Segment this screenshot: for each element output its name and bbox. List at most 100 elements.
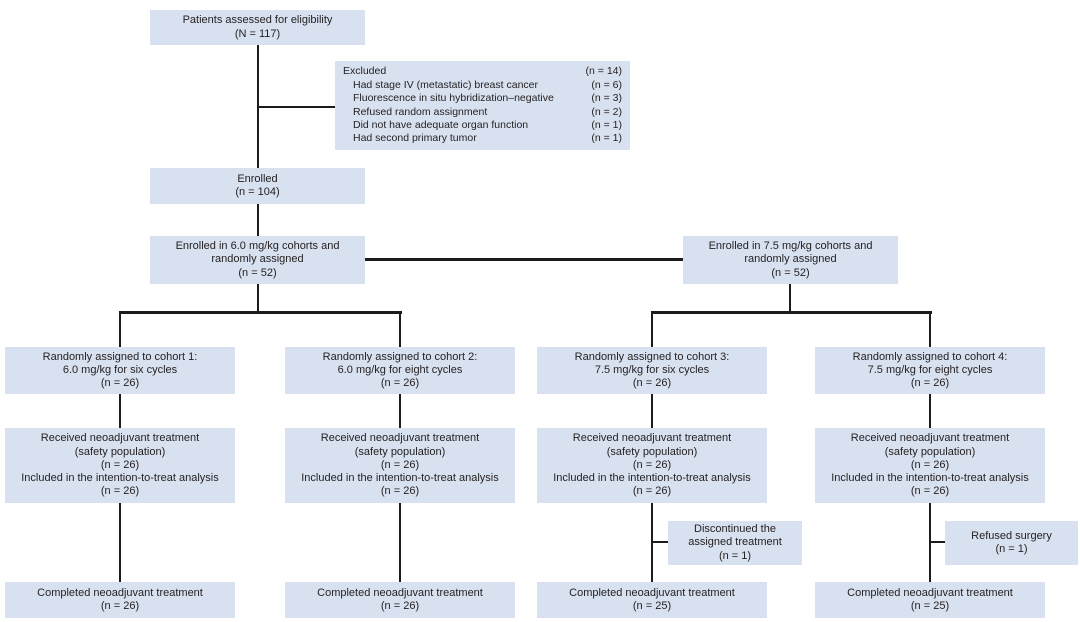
branch-bar-left [119,311,402,314]
excluded-reason-row: Fluorescence in situ hybridization–negat… [343,92,622,105]
arm-75mg-count: (n = 52) [771,266,810,279]
cohort-2-count: (n = 26) [380,377,420,390]
connector-received2-completed [399,503,401,582]
connector-arm2-down [789,284,791,313]
excluded-reason-row: Had stage IV (metastatic) breast cancer … [343,79,622,92]
discontinued-count: (n = 1) [718,549,752,562]
cohort-1-line2: 6.0 mg/kg for six cycles [62,363,178,376]
connector-branch-cohort4 [929,311,931,347]
cohort-1-box: Randomly assigned to cohort 1: 6.0 mg/kg… [5,347,235,394]
completed-2-count: (n = 26) [380,600,420,612]
arm-6mg-line2: randomly assigned [211,253,304,266]
refused-surgery-count: (n = 1) [995,543,1028,555]
completed-2-line1: Completed neoadjuvant treatment [317,586,483,599]
arm-75mg-box: Enrolled in 7.5 mg/kg cohorts and random… [683,236,898,284]
cohort-1-line1: Randomly assigned to cohort 1: [42,350,198,363]
refused-surgery-box: Refused surgery (n = 1) [945,521,1078,565]
excluded-label: Excluded [343,65,387,78]
cohort-3-line2: 7.5 mg/kg for six cycles [594,363,710,376]
cohort-4-line2: 7.5 mg/kg for eight cycles [867,363,993,376]
connector-branch-cohort2 [399,311,401,347]
excluded-reason-row: Refused random assignment (n = 2) [343,106,622,119]
received-3-line2: (safety population) [606,445,698,458]
arm-75mg-line1: Enrolled in 7.5 mg/kg cohorts and [708,240,873,253]
completed-1-count: (n = 26) [100,600,140,612]
received-1-box: Received neoadjuvant treatment (safety p… [5,428,235,503]
cohort-3-box: Randomly assigned to cohort 3: 7.5 mg/kg… [537,347,767,394]
cohort-2-box: Randomly assigned to cohort 2: 6.0 mg/kg… [285,347,515,394]
excluded-reason-label: Did not have adequate organ function [353,118,529,131]
arm-6mg-count: (n = 52) [238,266,277,279]
connector-to-discontinued [653,541,668,543]
arm-6mg-box: Enrolled in 6.0 mg/kg cohorts and random… [150,236,365,284]
assessed-count: (N = 117) [234,27,281,40]
received-1-line1: Received neoadjuvant treatment [40,432,200,445]
cohort-3-count: (n = 26) [632,377,672,390]
arm-6mg-line1: Enrolled in 6.0 mg/kg cohorts and [175,240,340,253]
received-3-box: Received neoadjuvant treatment (safety p… [537,428,767,503]
received-3-line4: Included in the intention-to-treat analy… [553,472,751,485]
received-3-count1: (n = 26) [632,458,672,471]
connector-received3-completed [651,503,653,582]
discontinued-line1: Discontinued the [694,523,776,536]
completed-4-box: Completed neoadjuvant treatment (n = 25) [815,582,1045,618]
received-2-count1: (n = 26) [380,458,420,471]
received-1-count2: (n = 26) [100,485,140,498]
assessed-line1: Patients assessed for eligibility [182,14,333,27]
received-3-count2: (n = 26) [632,485,672,498]
received-3-line1: Received neoadjuvant treatment [572,432,732,445]
connector-to-refused [931,541,945,543]
received-2-line2: (safety population) [354,445,446,458]
completed-1-line1: Completed neoadjuvant treatment [37,586,203,599]
arm-75mg-line2: randomly assigned [744,253,837,266]
excluded-reason-count: (n = 1) [591,132,622,145]
enrolled-box: Enrolled (n = 104) [150,168,365,204]
enrolled-line1: Enrolled [237,172,278,185]
excluded-reason-label: Refused random assignment [353,105,488,118]
connector-to-excluded [257,106,335,108]
received-4-count1: (n = 26) [910,458,950,471]
connector-enrolled-to-arm [257,204,259,236]
excluded-row: Excluded (n = 14) [343,65,622,78]
received-2-box: Received neoadjuvant treatment (safety p… [285,428,515,503]
excluded-count: (n = 14) [585,65,622,78]
received-4-line4: Included in the intention-to-treat analy… [831,472,1029,485]
cohort-2-line2: 6.0 mg/kg for eight cycles [337,363,463,376]
completed-4-line1: Completed neoadjuvant treatment [847,586,1013,599]
received-2-count2: (n = 26) [380,485,420,498]
excluded-reason-count: (n = 2) [591,105,622,118]
cohort-4-line1: Randomly assigned to cohort 4: [852,350,1008,363]
excluded-reason-count: (n = 3) [591,92,622,105]
completed-3-box: Completed neoadjuvant treatment (n = 25) [537,582,767,618]
excluded-reason-label: Had stage IV (metastatic) breast cancer [353,78,538,91]
received-1-count1: (n = 26) [100,458,140,471]
cohort-3-line1: Randomly assigned to cohort 3: [574,350,730,363]
excluded-reason-row: Did not have adequate organ function (n … [343,119,622,132]
excluded-reason-label: Had second primary tumor [353,132,477,145]
completed-2-box: Completed neoadjuvant treatment (n = 26) [285,582,515,618]
cohort-4-box: Randomly assigned to cohort 4: 7.5 mg/kg… [815,347,1045,394]
connector-cohort4-received [929,394,931,428]
enrolled-count: (n = 104) [235,186,280,198]
connector-cohort2-received [399,394,401,428]
received-1-line4: Included in the intention-to-treat analy… [21,472,219,485]
received-4-count2: (n = 26) [910,485,950,498]
received-4-box: Received neoadjuvant treatment (safety p… [815,428,1045,503]
branch-bar-right [651,311,932,314]
connector-arm1-down [257,284,259,313]
excluded-reason-row: Had second primary tumor (n = 1) [343,132,622,145]
connector-received1-completed [119,503,121,582]
completed-4-count: (n = 25) [910,600,950,612]
cohort-2-line1: Randomly assigned to cohort 2: [322,350,478,363]
received-2-line4: Included in the intention-to-treat analy… [301,472,499,485]
assessed-box: Patients assessed for eligibility (N = 1… [150,10,365,45]
excluded-reason-label: Fluorescence in situ hybridization–negat… [353,92,554,105]
connector-branch-cohort1 [119,311,121,347]
connector-cohort3-received [651,394,653,428]
completed-1-box: Completed neoadjuvant treatment (n = 26) [5,582,235,618]
completed-3-count: (n = 25) [632,600,672,612]
discontinued-line2: assigned treatment [688,536,782,549]
excluded-box: Excluded (n = 14) Had stage IV (metastat… [335,61,630,150]
received-1-line2: (safety population) [74,445,166,458]
